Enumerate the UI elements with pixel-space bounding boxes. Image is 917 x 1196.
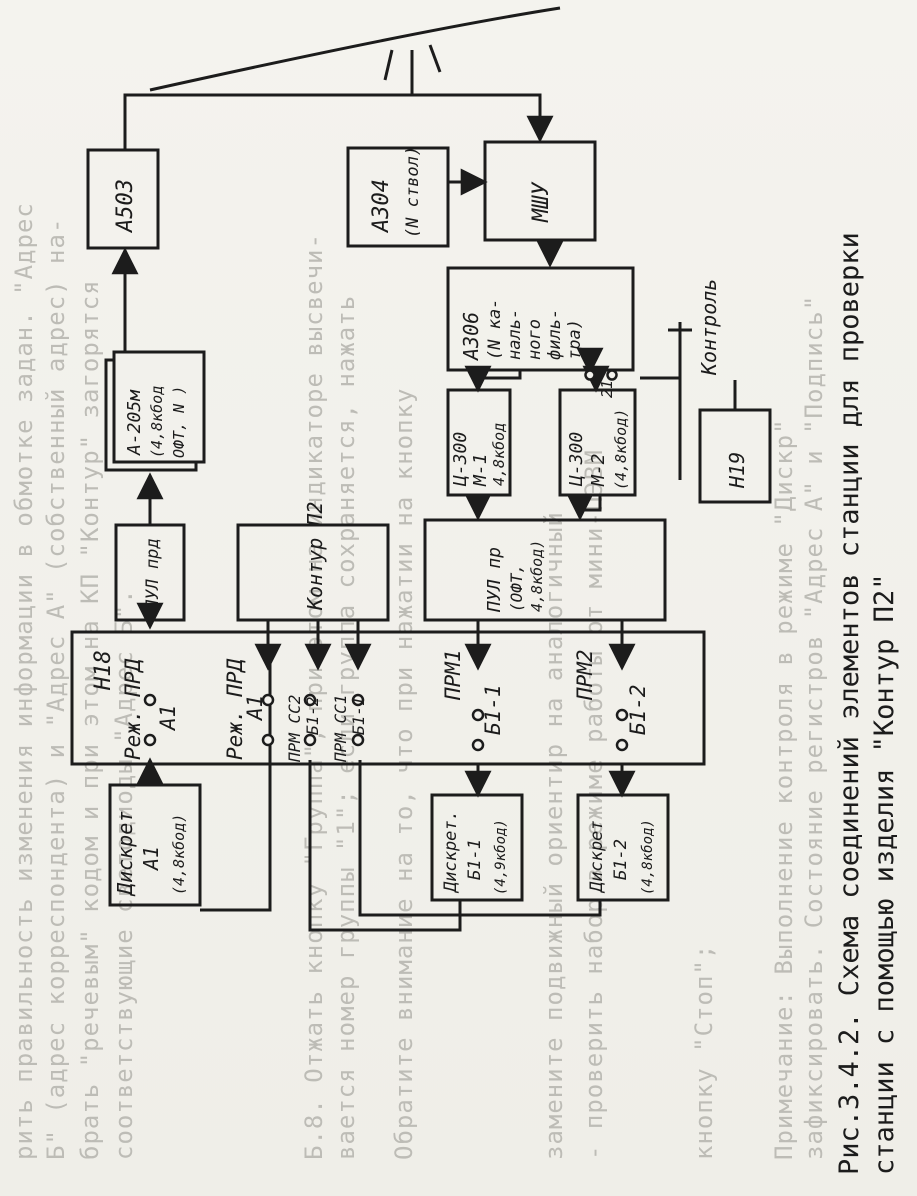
label-pul-pr-1: ПУЛ пр	[484, 547, 505, 613]
caption-line-1: Рис.3.4.2. Схема соединений элементов ст…	[834, 232, 865, 1175]
label-ts300-2-2: М-2	[588, 453, 609, 487]
figure-caption: Рис.3.4.2. Схема соединений элементов ст…	[834, 232, 900, 1175]
block-a306	[446, 266, 635, 372]
block-ts300-2	[558, 388, 637, 497]
blocks	[70, 140, 772, 907]
block-mshu	[483, 140, 597, 242]
block-kontur-p2	[236, 523, 390, 622]
label-a503: А503	[113, 179, 138, 234]
label-a306-1: А306	[459, 312, 483, 362]
label-a306-6: тра)	[565, 319, 585, 360]
wire-ss1-return	[358, 760, 602, 917]
label-diskret-b11-3: (4,9кбод)	[493, 819, 509, 895]
block-diskret-b11	[430, 793, 524, 902]
block-diskret-b12	[576, 793, 670, 902]
label-prm2-a: ПРМ2	[573, 649, 597, 701]
block-a503	[86, 148, 160, 250]
label-diskret-a1-3: (4,8кбод)	[170, 814, 188, 895]
wire-a306-ts300-1	[464, 365, 522, 393]
label-pul-pr-2: (ОФТ,	[507, 564, 526, 612]
label-a306-2: (N ка-	[485, 299, 505, 360]
label-diskret-b12-1: Дискрет	[587, 820, 607, 894]
antenna-feed-2	[428, 44, 442, 73]
label-a306-4: ного	[525, 319, 545, 360]
wire-antenna-mshu	[412, 93, 554, 143]
label-diskret-b12-2: Б1-2	[611, 839, 631, 880]
block-a304	[346, 146, 450, 248]
panel-h18	[70, 630, 706, 766]
label-prm2-b: Б1-2	[626, 684, 650, 735]
block-pul-prd	[114, 523, 186, 622]
label-a205-1: А-205м	[124, 389, 145, 456]
label-kontrol: Контроль	[697, 279, 721, 376]
label-ts300-1-3: 4,8кбод	[490, 423, 508, 486]
label-rezh-prd-1b: А1	[156, 705, 180, 732]
label-prm-ss2-a: ПРМ СС2	[285, 695, 304, 763]
label-diskret-b11-1: Дискрет.	[441, 810, 461, 894]
label-diskret-a1-1: Дискрет	[113, 811, 137, 897]
block-diskret-a1	[108, 783, 202, 907]
label-diskret-a1-2: А1	[139, 846, 163, 872]
antenna-feed-1	[383, 49, 394, 81]
wire-ts300-2-pulpr	[566, 493, 602, 521]
block-labels: А503 А304 (N ствол) МШУ А306 (N ка- наль…	[91, 146, 749, 897]
label-ts300-2-3: (4,8кбод)	[612, 409, 630, 490]
label-kontur-p2: Контур П2	[303, 502, 327, 611]
label-prm1-a: ПРМ1	[441, 649, 465, 701]
label-prm-ss2-b: Б1-2	[303, 696, 322, 735]
label-a304-1: А304	[369, 179, 394, 234]
label-rezh-prd-2a: Реж. ПРД	[223, 658, 247, 760]
label-diskret-b11-2: Б1-1	[465, 839, 485, 880]
switch-contacts	[143, 369, 629, 752]
label-ts300-1-2: М-1	[470, 453, 491, 487]
label-a306-5: филь-	[545, 309, 565, 360]
label-mshu: МШУ	[529, 182, 554, 223]
label-a304-2: (N ствол)	[403, 146, 423, 238]
label-prm-ss1-b: Б1-1	[349, 696, 368, 735]
block-ts300-1	[446, 388, 512, 497]
wire-a503-antenna	[123, 93, 412, 150]
connections	[111, 6, 737, 932]
label-h18: Н18	[91, 650, 116, 691]
label-prm-ss1-a: ПРМ СС1	[331, 695, 350, 763]
label-a205-3: ОФТ, N )	[170, 386, 188, 458]
label-ts300-1-1: Ц-300	[450, 432, 471, 487]
antenna-dish	[149, 6, 561, 92]
label-rezh-prd-2b: А1	[243, 695, 267, 722]
label-ts300-2-1: Ц-300	[566, 432, 587, 487]
label-prm1-b: Б1-1	[481, 684, 505, 735]
label-pul-prd: ПУЛ прд	[143, 538, 163, 611]
block-n19	[698, 408, 772, 504]
label-switch-pins: 21	[598, 380, 616, 398]
label-a306-3: наль-	[505, 309, 525, 360]
label-n19: Н19	[725, 452, 749, 489]
caption-line-2: станции с помощью изделия "Контур П2"	[869, 574, 900, 1175]
block-pul-pr	[423, 518, 667, 622]
wire-ss2-return	[308, 760, 462, 932]
block-a205	[112, 350, 206, 464]
label-pul-pr-3: 4,8кбод)	[528, 540, 546, 612]
label-diskret-b12-3: (4,8кбод)	[640, 819, 656, 895]
label-a205-2: (4,8кбод	[148, 386, 166, 458]
label-rezh-prd-1a: Реж. ПРД	[121, 658, 145, 760]
